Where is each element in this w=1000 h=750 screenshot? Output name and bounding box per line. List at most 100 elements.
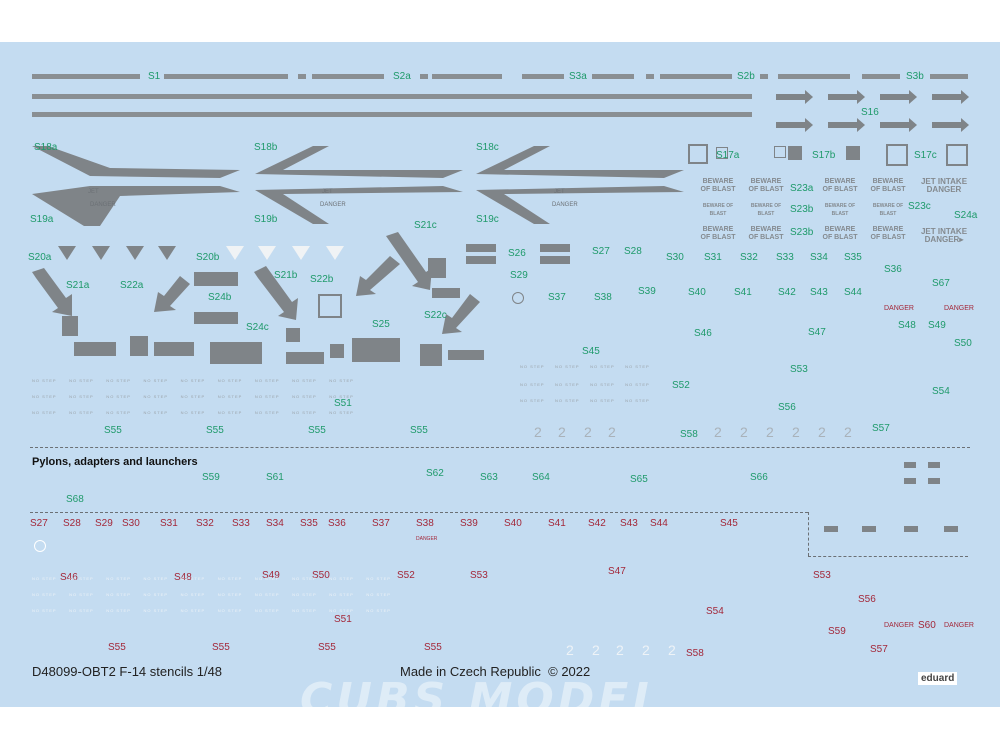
panel-square bbox=[774, 146, 786, 158]
pylon-placard bbox=[904, 462, 916, 468]
label-s43: S43 bbox=[810, 287, 828, 298]
label-s22a: S22a bbox=[120, 280, 144, 291]
label-s22b: S22b bbox=[310, 274, 334, 285]
label-red-s35: S35 bbox=[300, 518, 318, 529]
placard bbox=[154, 342, 194, 356]
no-step-row: NO STEP NO STEP NO STEP NO STEP NO STEP … bbox=[32, 410, 354, 415]
label-s27: S29 bbox=[510, 270, 528, 281]
stripe bbox=[592, 74, 634, 79]
label-red-s48: S49 bbox=[262, 570, 280, 581]
pylon-placard bbox=[824, 526, 838, 532]
label-red-s43: S43 bbox=[620, 518, 638, 529]
label-red-s28: S28 bbox=[63, 518, 81, 529]
arrow-s16 bbox=[828, 118, 865, 132]
section-divider bbox=[30, 447, 970, 448]
label-red-s51: S51 bbox=[334, 614, 352, 625]
stripe bbox=[298, 74, 306, 79]
beware-stencil: BEWARE OF BLAST bbox=[700, 226, 736, 241]
beware-stencil: BEWARE OF BLAST bbox=[748, 226, 784, 241]
triangle-stencil bbox=[326, 246, 344, 260]
panel-square bbox=[688, 144, 708, 164]
pylon-placard bbox=[944, 526, 958, 532]
label-s55: S55 bbox=[104, 425, 122, 436]
label-s24b: S23b bbox=[790, 204, 814, 215]
digit-stencil-white: 2 bbox=[616, 642, 624, 658]
label-red-s49: S50 bbox=[312, 570, 330, 581]
arrow-s16 bbox=[932, 90, 969, 104]
stripe bbox=[312, 74, 384, 79]
label-red-s57: S57 bbox=[870, 644, 888, 655]
label-s22c: S22c bbox=[424, 310, 447, 321]
label-red-s44: S44 bbox=[650, 518, 668, 529]
jet-intake-text: JET INTAKE bbox=[920, 177, 968, 186]
label-s62: S59 bbox=[202, 472, 220, 483]
digit-stencil-white: 2 bbox=[642, 642, 650, 658]
beware-stencil: BEWARE OF BLAST bbox=[870, 178, 906, 193]
label-s2b: S2b bbox=[737, 71, 755, 82]
label-s20b: S20b bbox=[196, 252, 220, 263]
label-red-s39: S39 bbox=[460, 518, 478, 529]
label-red-s36: S36 bbox=[328, 518, 346, 529]
label-red-s55: S55 bbox=[318, 642, 336, 653]
label-s25: S23c bbox=[908, 201, 931, 212]
label-red-s53-b: S53 bbox=[813, 570, 831, 581]
danger-text: DANGER bbox=[926, 185, 962, 194]
label-s61: S68 bbox=[66, 494, 84, 505]
copyright-text: © 2022 bbox=[548, 664, 591, 679]
triangle-stencil bbox=[226, 246, 244, 260]
label-red-s55: S55 bbox=[424, 642, 442, 653]
label-s63: S61 bbox=[266, 472, 284, 483]
label-s64: S62 bbox=[426, 468, 444, 479]
placard bbox=[286, 352, 324, 364]
danger-text: DANGER▸ bbox=[924, 235, 964, 244]
placard bbox=[330, 344, 344, 358]
pylon-placard bbox=[928, 478, 940, 484]
label-s26: S24a bbox=[954, 210, 978, 221]
label-s55: S55 bbox=[410, 425, 428, 436]
label-red-s54: S54 bbox=[706, 606, 724, 617]
digit-stencil: 2 bbox=[740, 424, 748, 440]
beware-stencil: BEWARE OF BLAST bbox=[822, 178, 858, 193]
beware-stencil: BEWARE OF BLAST bbox=[700, 178, 736, 193]
pylon-divider bbox=[808, 556, 968, 557]
label-s24a: S23a bbox=[790, 183, 814, 194]
label-red-s33: S33 bbox=[232, 518, 250, 529]
decal-sheet: S1 S2a S3a S2b S3b S16 S17a S17b S17c bbox=[0, 42, 1000, 707]
jet-intake-text: JET INTAKE bbox=[920, 227, 968, 236]
label-red-s59: S59 bbox=[828, 626, 846, 637]
label-s53: S53 bbox=[790, 364, 808, 375]
no-step-row: NO STEP NO STEP NO STEP NO STEP NO STEP … bbox=[32, 378, 354, 383]
label-s59: S67 bbox=[932, 278, 950, 289]
label-s46: S46 bbox=[694, 328, 712, 339]
label-s38: S38 bbox=[594, 292, 612, 303]
stripe bbox=[432, 74, 502, 79]
stripe bbox=[778, 74, 850, 79]
placard bbox=[420, 344, 442, 366]
label-s23a: S24b bbox=[208, 292, 232, 303]
label-s67: S65 bbox=[630, 474, 648, 485]
label-s17c: S17c bbox=[914, 150, 937, 161]
label-red-s41: S41 bbox=[548, 518, 566, 529]
label-red-s60: S60 bbox=[918, 620, 936, 631]
stencil-jet: JET bbox=[322, 189, 333, 195]
digit-stencil: 2 bbox=[792, 424, 800, 440]
label-s17a: S17a bbox=[716, 150, 740, 161]
digit-stencil-white: 2 bbox=[592, 642, 600, 658]
triangle-stencil bbox=[158, 246, 176, 260]
label-s24c: S23b bbox=[790, 227, 814, 238]
label-s39: S39 bbox=[638, 286, 656, 297]
made-in: Made in Czech Republic © 2022 bbox=[400, 664, 590, 679]
beware-stencil: BEWARE OF BLAST bbox=[822, 226, 858, 241]
label-s18a: S18a bbox=[34, 142, 58, 153]
placard bbox=[352, 338, 400, 362]
beware-stencil: BEWARE OF BLAST bbox=[748, 178, 784, 193]
label-red-s58: S58 bbox=[686, 648, 704, 659]
panel-square bbox=[946, 144, 968, 166]
triangle-stencil bbox=[126, 246, 144, 260]
label-red-s47: S48 bbox=[174, 572, 192, 583]
beware-stencil: BEWARE OF BLAST bbox=[702, 203, 734, 217]
stripe bbox=[420, 74, 428, 79]
intake-stencil-2 bbox=[255, 146, 463, 224]
no-step-row: NO STEP NO STEP NO STEP NO STEP bbox=[520, 382, 650, 387]
placard bbox=[540, 244, 570, 252]
